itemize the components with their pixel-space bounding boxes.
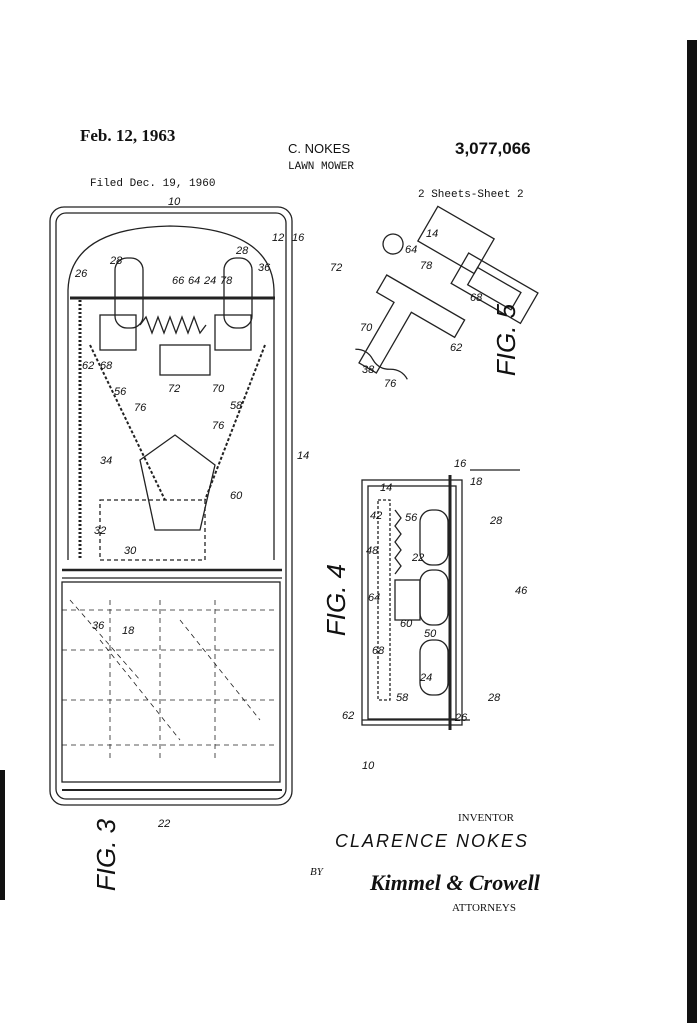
ref-numeral: 18 (470, 476, 483, 488)
ref-numeral: 48 (366, 545, 379, 557)
inventor-header: C. NOKES (288, 141, 351, 156)
ref-numeral: 56 (114, 386, 127, 398)
ref-numeral: 70 (360, 322, 373, 334)
ref-numeral: 14 (297, 450, 310, 462)
ref-numeral: 62 (342, 710, 355, 722)
fig3-label: FIG. 3 (91, 818, 122, 892)
ref-numeral: 16 (292, 232, 305, 244)
ref-numeral: 68 (100, 360, 113, 372)
inventor-signature: CLARENCE NOKES (335, 831, 530, 851)
ref-numeral: 36 (92, 620, 105, 632)
fig5-drawing (355, 205, 539, 380)
sheet-count: 2 Sheets-Sheet 2 (418, 189, 524, 201)
ref-numeral: 30 (124, 545, 137, 557)
ref-numeral: 64 (405, 244, 418, 256)
ref-numeral: 50 (424, 628, 437, 640)
ref-numeral: 36 (258, 262, 271, 274)
ref-numeral: 28 (110, 255, 123, 267)
ref-numeral: 24 (204, 275, 217, 287)
ref-numeral: 14 (426, 228, 439, 240)
ref-numeral: 16 (454, 458, 467, 470)
ref-numeral: 32 (94, 525, 107, 537)
ref-numeral: 60 (230, 490, 243, 502)
ref-numeral: 78 (220, 275, 233, 287)
attorneys-signature: Kimmel & Crowell (370, 870, 540, 895)
patent-date: Feb. 12, 1963 (80, 126, 176, 145)
attorneys-label: ATTORNEYS (452, 902, 516, 914)
patent-title: LAWN MOWER (288, 161, 355, 173)
ref-numeral: 70 (212, 383, 225, 395)
ref-numeral: 14 (380, 482, 393, 494)
ref-numeral: 10 (362, 760, 375, 772)
ref-numeral: 26 (75, 268, 88, 280)
patent-number: 3,077,066 (455, 139, 531, 158)
ref-numeral: 10 (168, 196, 181, 208)
ref-numeral: 18 (122, 625, 135, 637)
ref-numeral: 68 (372, 645, 385, 657)
ref-numeral: 26 (455, 712, 468, 724)
ref-numeral: 72 (330, 262, 343, 274)
fig3-drawing (49, 206, 293, 806)
scan-edge-bar (687, 40, 697, 1023)
fig5-label: FIG. 5 (491, 303, 522, 377)
fig4-label: FIG. 4 (321, 563, 352, 637)
by-label: BY (310, 866, 323, 878)
ref-numeral: 64 (368, 592, 381, 604)
ref-numeral: 58 (396, 692, 409, 704)
ref-numeral: 24 (420, 672, 433, 684)
scan-edge-mark (0, 770, 5, 900)
ref-numeral: 56 (405, 512, 418, 524)
ref-numeral: 76 (384, 378, 397, 390)
ref-numeral: 58 (230, 400, 243, 412)
ref-numeral: 76 (134, 402, 147, 414)
ref-numeral: 66 (172, 275, 185, 287)
inventor-label: INVENTOR (458, 812, 515, 824)
ref-numeral: 60 (400, 618, 413, 630)
ref-numeral: 62 (82, 360, 95, 372)
ref-numeral: 62 (450, 342, 463, 354)
ref-numeral: 72 (168, 383, 181, 395)
ref-numeral: 38 (362, 364, 375, 376)
ref-numeral: 68 (470, 292, 483, 304)
ref-numeral: 46 (515, 585, 528, 597)
ref-numeral: 28 (488, 692, 501, 704)
ref-numeral: 28 (236, 245, 249, 257)
ref-numeral: 22 (158, 818, 171, 830)
ref-numeral: 42 (370, 510, 383, 522)
ref-numeral: 28 (490, 515, 503, 527)
ref-numeral: 12 (272, 232, 285, 244)
ref-numeral: 76 (212, 420, 225, 432)
fig4-drawing (361, 469, 520, 730)
ref-numeral: 22 (412, 552, 425, 564)
ref-numeral: 34 (100, 455, 113, 467)
filed-date: Filed Dec. 19, 1960 (90, 178, 216, 190)
ref-numeral: 64 (188, 275, 201, 287)
ref-numeral: 78 (420, 260, 433, 272)
